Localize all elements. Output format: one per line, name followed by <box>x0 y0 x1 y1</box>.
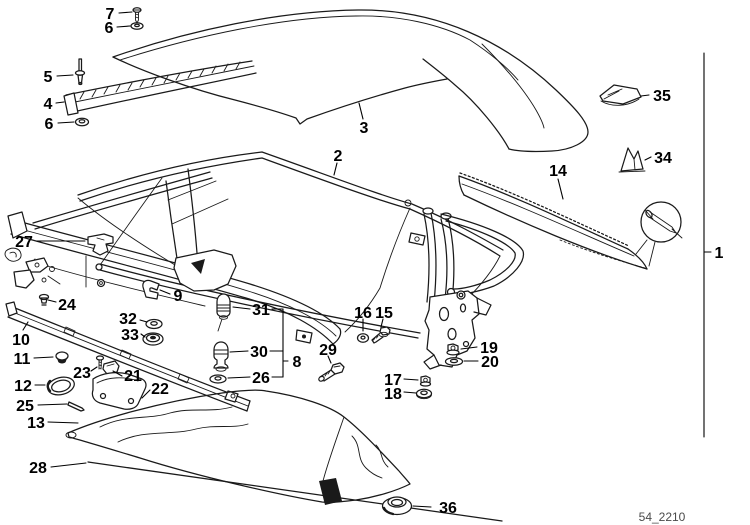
callout-27[interactable]: 27 <box>15 234 33 251</box>
callout-1[interactable]: 1 <box>715 245 724 262</box>
stud-24 <box>38 293 50 306</box>
washer-20 <box>444 357 464 366</box>
callout-22[interactable]: 22 <box>151 381 169 398</box>
bolt-15 <box>371 326 391 344</box>
callout-11[interactable]: 11 <box>14 351 31 368</box>
callout-9[interactable]: 9 <box>174 288 183 305</box>
ring-12 <box>46 376 75 396</box>
buffer-30 <box>213 341 229 372</box>
side-rail-drawing <box>63 60 257 116</box>
callout-29[interactable]: 29 <box>319 342 337 359</box>
callout-21[interactable]: 21 <box>124 368 142 385</box>
callout-32[interactable]: 32 <box>119 311 137 328</box>
callout-17[interactable]: 17 <box>384 372 402 389</box>
washer-6-side <box>74 117 90 127</box>
grommet-33 <box>142 332 164 346</box>
callout-26[interactable]: 26 <box>252 370 270 387</box>
stud-11 <box>55 351 69 364</box>
callout-14[interactable]: 14 <box>549 163 567 180</box>
washer-6-top <box>130 22 144 30</box>
callout-15[interactable]: 15 <box>375 305 393 322</box>
washer-18 <box>415 388 433 400</box>
callout-34[interactable]: 34 <box>654 150 672 167</box>
nut-17 <box>419 375 432 387</box>
washer-32 <box>145 318 163 330</box>
washer-26 <box>209 374 227 384</box>
callout-3[interactable]: 3 <box>360 120 369 137</box>
screw-7 <box>132 7 142 24</box>
screw-23 <box>95 355 105 370</box>
callout-28[interactable]: 28 <box>29 460 47 477</box>
nut-19 <box>446 343 460 356</box>
detail-magnifier-circle <box>635 201 683 267</box>
callout-2[interactable]: 2 <box>334 148 343 165</box>
callout-8[interactable]: 8 <box>293 354 302 371</box>
callout-13[interactable]: 13 <box>27 415 45 432</box>
clip-21 <box>102 360 120 375</box>
diagram-code: 54_2210 <box>639 510 686 524</box>
callout-12[interactable]: 12 <box>14 378 32 395</box>
buffer-31 <box>216 293 231 332</box>
bolt-29 <box>318 362 345 382</box>
bolt-5 <box>74 58 86 86</box>
washer-16 <box>356 333 370 343</box>
callout-7[interactable]: 7 <box>106 6 115 23</box>
callout-20[interactable]: 20 <box>481 354 499 371</box>
frame-assembly-drawing <box>4 151 525 370</box>
soft-top-cover-drawing <box>112 9 589 153</box>
callout-31[interactable]: 31 <box>252 302 270 319</box>
callout-10[interactable]: 10 <box>12 332 30 349</box>
clip-27 <box>85 233 114 288</box>
tension-cable-28 <box>87 461 503 522</box>
pin-25 <box>67 401 85 412</box>
callout-24[interactable]: 24 <box>58 297 76 314</box>
plate-22 <box>91 372 147 410</box>
pad-35 <box>599 84 642 106</box>
callout-labels: 7 6 5 4 6 3 2 35 34 14 1 27 24 10 9 32 3… <box>12 6 723 517</box>
assembly-bracket-line <box>703 52 712 438</box>
callout-23[interactable]: 23 <box>73 365 91 382</box>
callout-16[interactable]: 16 <box>354 305 372 322</box>
callout-30[interactable]: 30 <box>250 344 268 361</box>
wedge-34 <box>618 147 646 173</box>
leader-lines <box>22 11 652 508</box>
callout-35[interactable]: 35 <box>653 88 671 105</box>
callout-19[interactable]: 19 <box>480 340 498 357</box>
u-clip-9 <box>142 279 160 300</box>
callout-33[interactable]: 33 <box>121 327 139 344</box>
grommet-36 <box>381 496 413 516</box>
callout-6-side[interactable]: 6 <box>45 116 54 133</box>
seal-strip-drawing <box>458 172 648 270</box>
callout-6-top[interactable]: 6 <box>105 20 114 37</box>
callout-25[interactable]: 25 <box>16 398 34 415</box>
callout-18[interactable]: 18 <box>384 386 402 403</box>
headliner-drawing <box>65 389 411 505</box>
callout-5[interactable]: 5 <box>44 69 53 86</box>
callout-4[interactable]: 4 <box>44 96 53 113</box>
callout-36[interactable]: 36 <box>439 500 457 517</box>
